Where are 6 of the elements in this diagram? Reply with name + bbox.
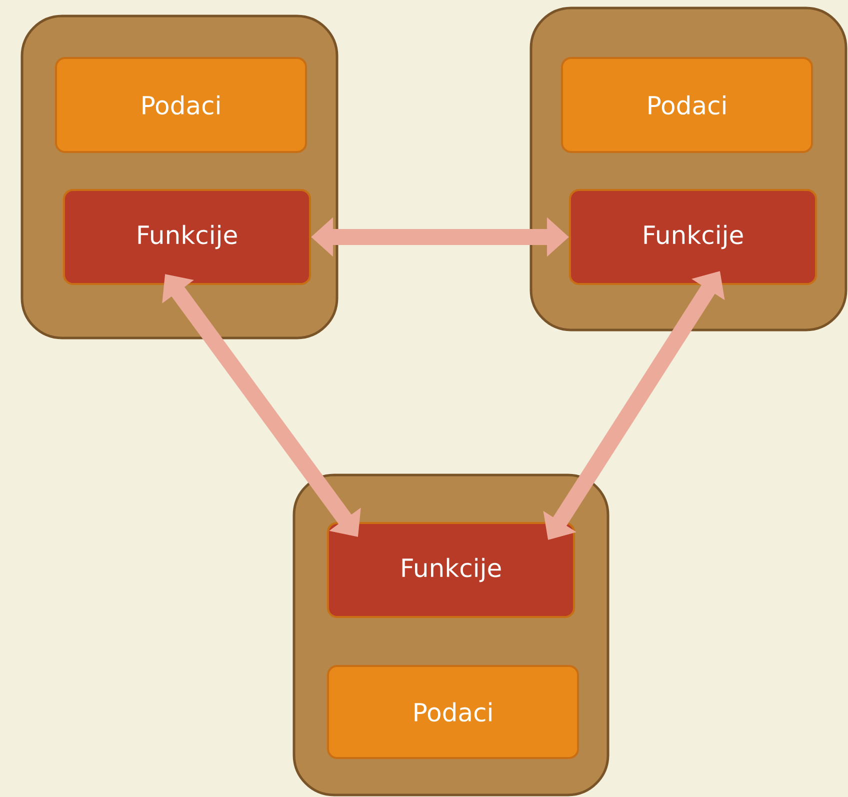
data-box: Podaci — [561, 56, 813, 153]
data-box: Podaci — [327, 664, 579, 759]
function-box: Funkcije — [327, 522, 575, 618]
function-box: Funkcije — [63, 189, 311, 285]
data-box: Podaci — [55, 56, 307, 153]
function-box: Funkcije — [569, 189, 817, 285]
